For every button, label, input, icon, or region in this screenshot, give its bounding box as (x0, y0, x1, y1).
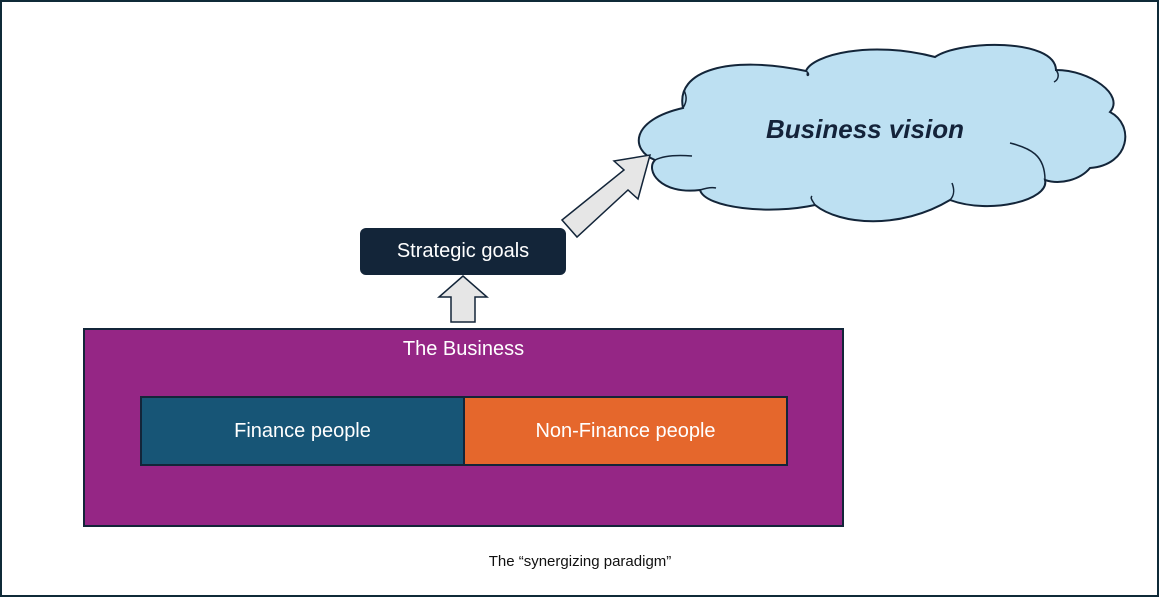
finance-people-label: Finance people (234, 419, 371, 442)
strategic-goals-box: Strategic goals (360, 228, 566, 275)
cloud-crease (949, 182, 955, 201)
cloud-crease (805, 70, 810, 77)
business-vision-cloud (637, 43, 1127, 223)
cloud-crease (1053, 69, 1059, 83)
strategic-goals-label: Strategic goals (396, 240, 530, 262)
arrow-goals-to-vision (560, 154, 652, 239)
arrow-business-to-goals (437, 275, 489, 323)
non-finance-people-box: Non-Finance people (463, 396, 788, 466)
non-finance-people-label: Non-Finance people (535, 419, 716, 442)
cloud-crease (682, 89, 687, 109)
cloud-crease (654, 154, 693, 161)
diagram-caption: The “synergizing paradigm” (488, 553, 672, 570)
cloud-crease (699, 186, 717, 191)
the-business-label: The Business (402, 338, 525, 360)
cloud-crease (810, 195, 816, 206)
cloud-crease (1009, 142, 1046, 181)
business-vision-label: Business vision (766, 114, 964, 144)
finance-people-box: Finance people (140, 396, 465, 466)
